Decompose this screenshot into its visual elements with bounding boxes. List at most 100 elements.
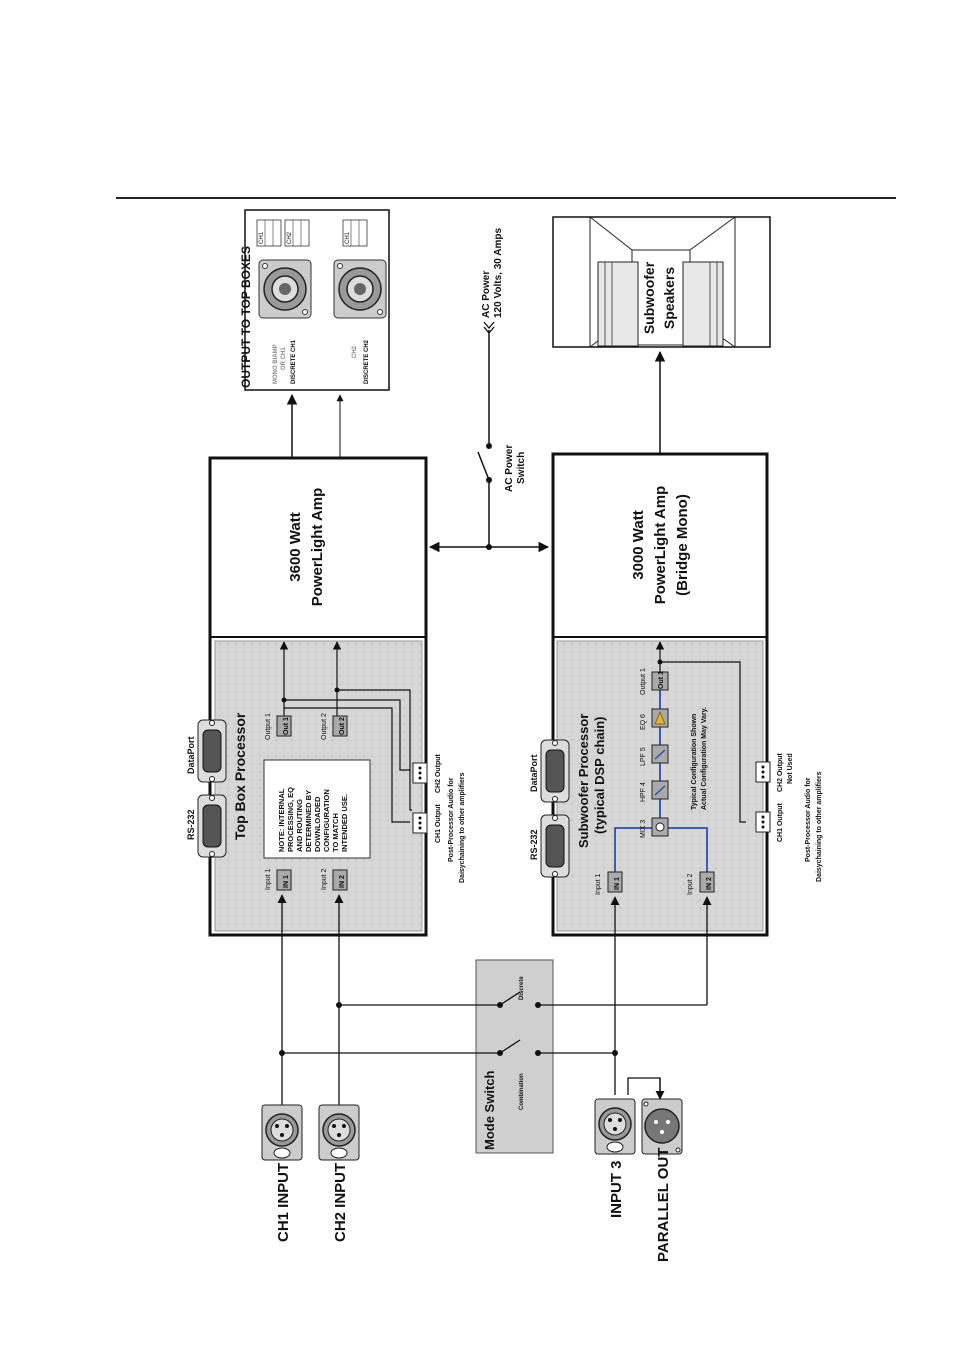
sub-ch2-output-jack — [755, 761, 771, 783]
svg-text:LPF 5: LPF 5 — [640, 747, 647, 766]
top-in1-block — [276, 869, 292, 891]
svg-text:Output 1: Output 1 — [265, 713, 272, 740]
top-amp-line1: 3600 Watt — [287, 512, 304, 581]
svg-text:Input 2: Input 2 — [687, 873, 694, 895]
sub-in2-block — [699, 871, 715, 893]
svg-text:IN 1: IN 1 — [614, 877, 621, 890]
svg-text:INTENDED USE.: INTENDED USE. — [340, 794, 349, 852]
svg-text:IN 2: IN 2 — [339, 875, 346, 888]
top-rs232-connector — [197, 794, 227, 858]
typical-config-l1: Typical Configuration Shown — [691, 714, 698, 810]
output-ch2-line2: DISCRETE CH2 — [364, 339, 370, 384]
top-ch1-output-jack — [412, 812, 428, 834]
sub-dataport-connector — [540, 739, 570, 803]
svg-text:DETERMINED BY: DETERMINED BY — [304, 790, 313, 852]
output-ch1-line2: OR CH1 — [281, 347, 287, 370]
pin-table-3: CH1 — [342, 219, 368, 247]
top-dataport-connector — [197, 719, 227, 783]
speakon-connector-ch1 — [258, 259, 312, 319]
svg-text:Post-Processor Audio for: Post-Processor Audio for — [448, 777, 455, 862]
svg-text:MIX 3: MIX 3 — [640, 820, 647, 838]
sub-amp-line3: (Bridge Mono) — [674, 494, 691, 596]
ac-power-label-l2: 120 Volts, 30 Amps — [493, 228, 504, 318]
svg-text:Output 1: Output 1 — [640, 668, 647, 695]
ac-switch-label-l2: Switch — [516, 452, 527, 484]
svg-text:Daisychaining to other amplifi: Daisychaining to other amplifiers — [816, 771, 823, 882]
subwoofer-speakers-panel: Subwoofer Speakers — [552, 215, 771, 349]
svg-text:Out 1: Out 1 — [283, 717, 290, 735]
svg-text:IN 1: IN 1 — [283, 875, 290, 888]
mode-switch-panel — [475, 959, 554, 1154]
parallel-out-xlr-connector — [641, 1098, 683, 1155]
svg-text:Not Used: Not Used — [787, 753, 794, 784]
input3-label: INPUT 3 — [608, 1160, 625, 1218]
ch2-input-label: CH2 INPUT — [332, 1163, 349, 1242]
top-processor-title: Top Box Processor — [232, 712, 248, 840]
typical-config-l2: Actual Configuration May Vary. — [701, 707, 708, 810]
ch2-input-xlr-connector — [318, 1104, 360, 1161]
input3-xlr-connector — [594, 1098, 636, 1155]
output-to-top-boxes-panel: OUTPUT TO TOP BOXES CH1 — [239, 209, 390, 391]
svg-text:IN 2: IN 2 — [706, 877, 713, 890]
top-ch2-output-jack — [412, 762, 428, 784]
output-title: OUTPUT TO TOP BOXES — [239, 246, 253, 388]
speakers-line2: Speakers — [661, 267, 677, 329]
svg-text:TO MATCH: TO MATCH — [331, 813, 340, 852]
svg-text:HPF 4: HPF 4 — [640, 782, 647, 802]
ac-switch-label-l1: AC Power — [504, 445, 515, 492]
input-wiring — [281, 935, 708, 1105]
pin-table-2: CH2 — [284, 219, 310, 247]
parallel-out-label: PARALLEL OUT — [655, 1148, 672, 1262]
sub-amp-line2: PowerLight Amp — [652, 486, 669, 605]
ch1-input-xlr-connector — [261, 1104, 303, 1161]
svg-text:CH1 Output: CH1 Output — [777, 802, 784, 842]
ac-power-label-l1: AC Power — [481, 271, 492, 318]
svg-text:Input 2: Input 2 — [321, 868, 328, 890]
svg-text:Post-Processor Audio for: Post-Processor Audio for — [805, 777, 812, 862]
svg-text:CH1: CH1 — [259, 231, 265, 244]
sub-dataport-label: DataPort — [529, 754, 539, 792]
speakon-connector-ch2 — [333, 259, 387, 319]
mode-switch-discrete: Discrete — [519, 976, 525, 1000]
svg-text:Out 2: Out 2 — [339, 717, 346, 735]
top-dataport-label: DataPort — [186, 736, 196, 774]
svg-text:CH2 Output: CH2 Output — [777, 752, 784, 792]
svg-text:Output 2: Output 2 — [321, 713, 328, 740]
output-ch2-line1: CH2 — [352, 345, 358, 358]
svg-text:EQ 6: EQ 6 — [640, 714, 647, 730]
top-amp-line2: PowerLight Amp — [309, 488, 326, 607]
svg-text:DOWNLOADED: DOWNLOADED — [313, 796, 322, 852]
top-out2-block — [332, 715, 348, 737]
svg-text:CH2 Output: CH2 Output — [435, 753, 442, 793]
svg-text:CH1 Output: CH1 Output — [435, 803, 442, 843]
sub-out1-block — [651, 671, 669, 691]
svg-text:CH1: CH1 — [345, 231, 351, 244]
output-ch1-line3: DISCRETE CH1 — [291, 339, 297, 384]
sub-ch1-output-jack — [755, 811, 771, 833]
ch1-input-label: CH1 INPUT — [275, 1163, 292, 1242]
top-in2-block — [332, 869, 348, 891]
svg-text:Input 1: Input 1 — [595, 873, 602, 895]
sub-processor-title-l2: (typical DSP chain) — [592, 716, 607, 834]
svg-text:AND ROUTING: AND ROUTING — [295, 799, 304, 852]
top-processor-note-box — [263, 759, 371, 859]
sub-amp-line1: 3000 Watt — [630, 510, 647, 579]
svg-text:Out 1: Out 1 — [658, 671, 665, 689]
speakers-line1: Subwoofer — [641, 261, 657, 334]
svg-text:Input 1: Input 1 — [265, 868, 272, 890]
mode-switch-title: Mode Switch — [482, 1070, 497, 1150]
top-rs232-label: RS-232 — [186, 809, 196, 840]
svg-text:NOTE: INTERNAL: NOTE: INTERNAL — [277, 788, 286, 852]
svg-text:CONFIGURATION: CONFIGURATION — [322, 789, 331, 852]
mode-switch-combination: Combination — [519, 1073, 525, 1110]
sub-processor-title-l1: Subwoofer Processor — [576, 714, 591, 848]
ac-power-wiring — [428, 330, 550, 553]
svg-text:CH2: CH2 — [287, 231, 293, 244]
pin-table-1: CH1 — [256, 219, 282, 247]
sub-rs232-label: RS-232 — [529, 829, 539, 860]
output-ch1-line1: MONO BIAMP — [273, 344, 279, 384]
sub-rs232-connector — [540, 814, 570, 878]
svg-text:Daisychaining to other amplifi: Daisychaining to other amplifiers — [459, 772, 466, 883]
svg-text:PROCESSING, EQ: PROCESSING, EQ — [286, 787, 295, 852]
